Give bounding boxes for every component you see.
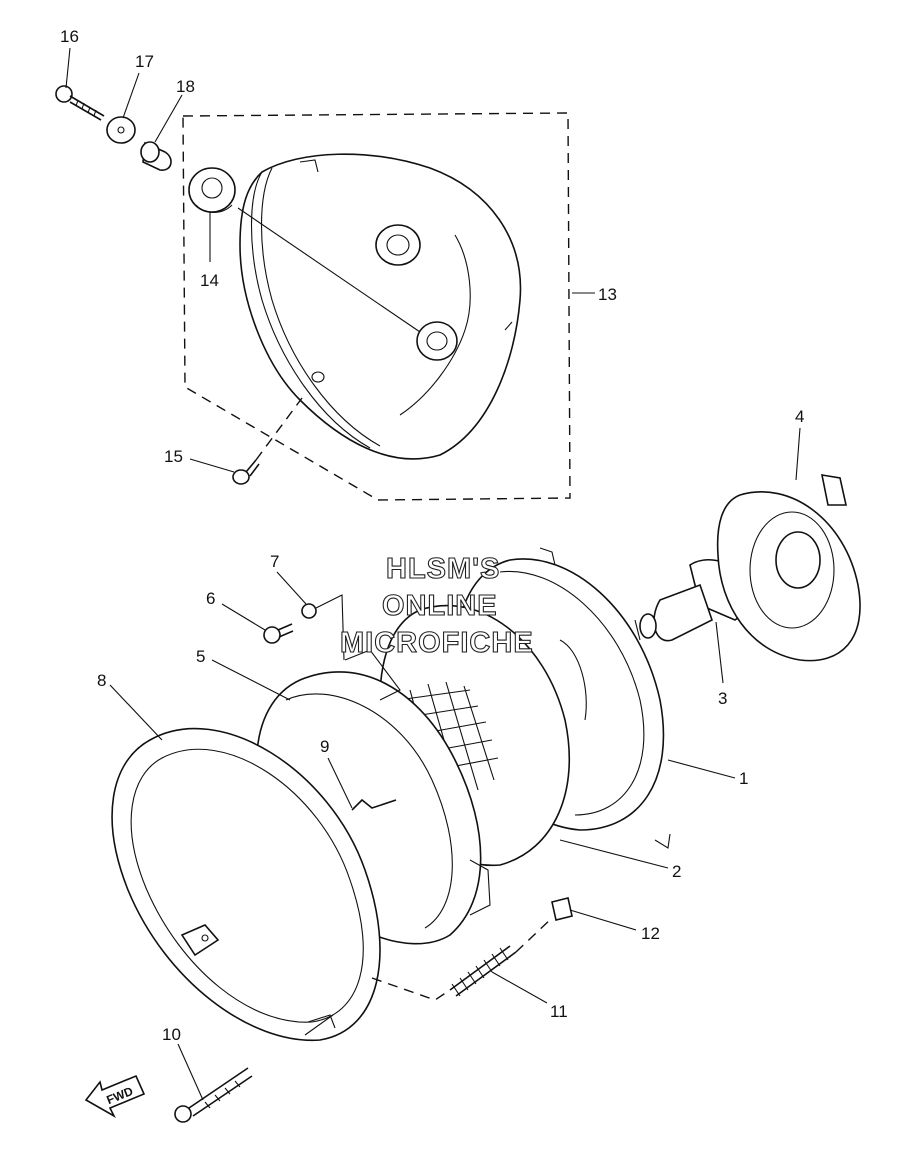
callout-12: 12 — [641, 924, 660, 943]
callout-6: 6 — [206, 589, 215, 608]
nut-12 — [551, 897, 573, 921]
watermark: HLSM'S ONLINE MICROFICHE — [339, 552, 534, 659]
callout-7: 7 — [270, 552, 279, 571]
grommet-14 — [188, 167, 236, 214]
forward-direction-arrow: FWD — [84, 1074, 146, 1119]
assembly-13-boundary — [182, 112, 571, 501]
headlight-body-shell — [239, 153, 522, 460]
callout-1: 1 — [739, 769, 748, 788]
callout-3: 3 — [718, 689, 727, 708]
callout-18: 18 — [176, 77, 195, 96]
screw-6 — [263, 623, 294, 644]
washer-7 — [301, 603, 317, 619]
callout-15: 15 — [164, 447, 183, 466]
washer-17 — [106, 116, 136, 144]
callout-8: 8 — [97, 671, 106, 690]
callout-10: 10 — [162, 1025, 181, 1044]
screw-15 — [232, 459, 260, 485]
bulb-socket-cover-4 — [716, 474, 861, 662]
callout-4: 4 — [795, 407, 804, 426]
spring-11 — [449, 945, 517, 997]
callout-2: 2 — [672, 862, 681, 881]
callout-5: 5 — [196, 647, 205, 666]
callout-9: 9 — [320, 737, 329, 756]
collar-18 — [140, 141, 172, 171]
bolt-16 — [55, 85, 105, 121]
watermark-line-2: ONLINE — [382, 590, 498, 622]
callout-13: 13 — [598, 285, 617, 304]
callout-17: 17 — [135, 52, 154, 71]
callout-14: 14 — [200, 271, 219, 290]
adjusting-screw-10 — [174, 1067, 253, 1123]
headlight-ring-8 — [111, 727, 381, 1041]
callout-16: 16 — [60, 27, 79, 46]
watermark-line-1: HLSM'S — [386, 553, 500, 585]
callout-11: 11 — [550, 1002, 568, 1021]
watermark-line-3: MICROFICHE — [340, 627, 534, 659]
clip-9 — [351, 798, 397, 811]
